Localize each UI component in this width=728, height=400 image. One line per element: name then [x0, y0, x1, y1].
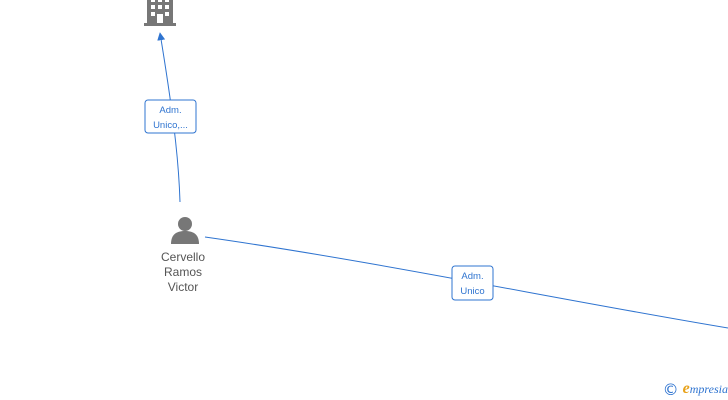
person-name-label[interactable]: Cervello Ramos Victor [152, 250, 214, 295]
edge-label-line: Adm. [461, 271, 483, 282]
person-name-line: Cervello [160, 250, 205, 264]
edge-person-to-company [157, 32, 181, 203]
brand-logo: empresia [682, 380, 728, 397]
edge-label-adm-unico-2[interactable]: Adm. Unico [451, 265, 494, 301]
edge-label-line: Adm. [159, 105, 181, 116]
person-name-line: Ramos [163, 265, 202, 279]
person-icon[interactable] [171, 217, 199, 244]
person-name-line: Victor [167, 280, 199, 294]
edge-label-line: Unico [460, 286, 484, 297]
edge-label-adm-unico-1[interactable]: Adm. Unico,... [144, 99, 197, 134]
copyright-icon: © [662, 379, 679, 399]
building-icon[interactable] [144, 0, 176, 26]
edge-label-line: Unico,... [153, 120, 188, 131]
empresia-watermark: © empresia [663, 378, 728, 400]
